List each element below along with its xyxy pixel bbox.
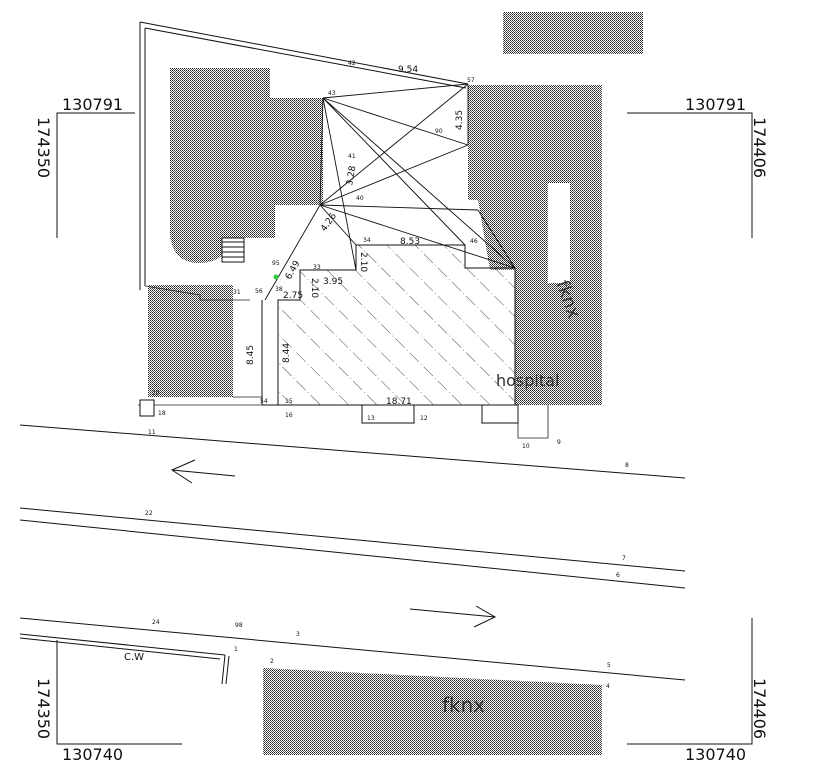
point-41: 41	[348, 153, 356, 160]
traffic-arrow-left	[170, 459, 236, 484]
survey-lines	[264, 83, 516, 301]
point-2: 2	[270, 658, 274, 665]
hospital-label: hospital	[496, 371, 559, 390]
point-90: 90	[435, 128, 443, 135]
cw-label: C.W	[124, 652, 144, 663]
dim-2-75: 2.75	[283, 291, 303, 301]
point-5: 5	[607, 662, 611, 669]
dim-4-35: 4.35	[455, 110, 465, 130]
point-15: 15	[285, 398, 293, 405]
site-boundary	[139, 21, 469, 301]
point-43: 43	[328, 90, 336, 97]
point-7: 7	[622, 555, 626, 562]
top-right-x-coord: 130791	[685, 95, 746, 114]
fknx-bottom-label: fknx	[442, 693, 485, 717]
block-top-right-small	[503, 12, 643, 54]
block-top-left	[170, 68, 323, 238]
block-right-notch	[548, 183, 570, 283]
block-right-big	[468, 85, 602, 405]
bottom-right-x-coord: 130740	[685, 745, 746, 764]
front-step-right	[481, 404, 519, 424]
point-95: 95	[272, 260, 280, 267]
point-98: 98	[235, 622, 243, 629]
dim-8-44: 8.44	[282, 343, 292, 363]
point-56: 56	[255, 288, 263, 295]
point-33: 33	[313, 264, 321, 271]
point-12: 12	[420, 415, 428, 422]
right-bottom-y-coord: 174406	[750, 678, 769, 739]
right-stair	[517, 405, 549, 439]
point-8: 8	[625, 462, 629, 469]
dim-18-71: 18.71	[386, 397, 412, 407]
point-1: 1	[234, 646, 238, 653]
left-top-y-coord: 174350	[34, 117, 53, 178]
point-18: 18	[158, 410, 166, 417]
point-46: 46	[470, 238, 478, 245]
point-57: 57	[467, 77, 475, 84]
point-13: 13	[367, 415, 375, 422]
dim-9-54: 9.54	[398, 65, 418, 75]
point-3: 3	[296, 631, 300, 638]
point-31: 31	[233, 289, 241, 296]
point-10: 10	[522, 443, 530, 450]
point-6: 6	[616, 572, 620, 579]
right-top-y-coord: 174406	[750, 117, 769, 178]
point-24: 24	[152, 619, 160, 626]
left-wing	[261, 300, 279, 406]
block-bottom	[263, 668, 602, 755]
dim-2-10-b: 2.10	[358, 252, 368, 272]
point-11: 11	[148, 429, 156, 436]
traffic-arrow-right	[409, 605, 497, 628]
point-40: 40	[356, 195, 364, 202]
point-16: 16	[285, 412, 293, 419]
point-34: 34	[363, 237, 371, 244]
neighbour-blocks	[148, 12, 643, 755]
bottom-left-x-coord: 130740	[62, 745, 123, 764]
point-54: 54	[260, 398, 268, 405]
point-42: 42	[348, 60, 356, 67]
point-9: 9	[557, 439, 561, 446]
dim-3-95: 3.95	[323, 277, 343, 287]
point-22: 22	[145, 510, 153, 517]
block-left-round	[170, 205, 228, 263]
left-bottom-y-coord: 174350	[34, 678, 53, 739]
point-4: 4	[606, 683, 610, 690]
dim-8-45: 8.45	[246, 345, 256, 365]
top-left-x-coord: 130791	[62, 95, 123, 114]
coordinate-frame	[56, 112, 753, 745]
block-left-lower	[148, 285, 233, 397]
dim-3-28: 3.28	[345, 165, 358, 187]
road	[19, 424, 686, 685]
front-step	[361, 404, 415, 424]
stairs-left	[221, 237, 245, 263]
point-20: 20	[152, 390, 160, 397]
survey-point-highlight	[273, 274, 279, 280]
dim-8-53: 8.53	[400, 237, 420, 247]
dim-2-10-a: 2.10	[309, 278, 319, 298]
point-38: 38	[275, 286, 283, 293]
small-structure	[139, 399, 155, 417]
